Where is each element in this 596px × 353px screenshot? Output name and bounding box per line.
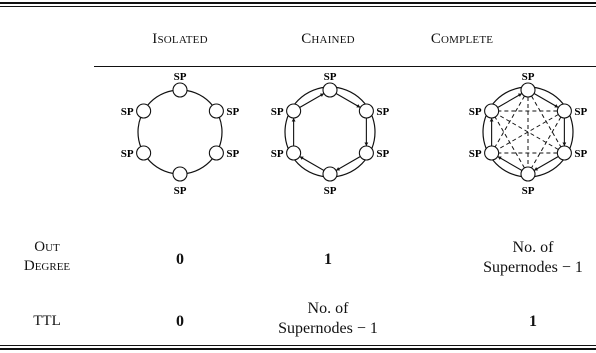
mesh-link: [491, 110, 529, 175]
supernode-label: SP: [376, 148, 389, 160]
supernode-circle: [322, 82, 338, 98]
supernode-label: SP: [226, 148, 239, 160]
supernode-circle: [208, 103, 224, 119]
bottom-rule-outer: [0, 348, 596, 350]
ring-line: [137, 89, 223, 175]
supernode-label: SP: [574, 148, 587, 160]
chain-arrowhead: [319, 93, 324, 97]
outer-ring-line: [284, 86, 376, 178]
column-header-complete: Complete: [430, 31, 494, 47]
complete-topology-diagram: SP SP SP SP SP SP: [469, 71, 588, 197]
supernode-label: SP: [174, 185, 187, 197]
supernode-label: SP: [469, 106, 482, 118]
supernode-circle: [484, 103, 500, 119]
chain-arrowhead: [554, 104, 559, 108]
supernode-label: SP: [121, 106, 134, 118]
chain-arrowhead: [562, 142, 567, 146]
supernode-circle: [358, 145, 374, 161]
ttl-complete: 1: [529, 313, 537, 330]
chain-arrowhead: [299, 156, 304, 160]
supernode-label: SP: [271, 148, 284, 160]
chain-arrowhead: [364, 142, 369, 146]
supernode-circle: [358, 103, 374, 119]
supernode-circle: [286, 145, 302, 161]
supernode-label: SP: [522, 185, 535, 197]
column-header-isolated: Isolated: [152, 31, 208, 47]
chain-links: [293, 89, 367, 175]
supernode-circle: [556, 145, 572, 161]
mesh-link: [491, 110, 565, 154]
supernode-label: SP: [271, 106, 284, 118]
isolated-topology-diagram: SP SP SP SP SP SP: [121, 71, 240, 197]
out-degree-complete: No. of Supernodes − 1: [483, 239, 583, 276]
row-label-out-degree: Out Degree: [23, 239, 71, 274]
supernode-circle: [208, 145, 224, 161]
supernode-circle: [556, 103, 572, 119]
column-header-chained: Chained: [301, 31, 355, 47]
supernode-circle: [520, 166, 536, 182]
top-rule-outer: [0, 2, 596, 4]
supernode-label: SP: [324, 185, 337, 197]
supernode-circle: [136, 103, 152, 119]
chain-arrowhead: [497, 156, 502, 160]
out-degree-isolated: 0: [176, 251, 184, 268]
chain-arrowhead: [291, 118, 296, 122]
mesh-link: [491, 89, 529, 154]
supernode-circle: [520, 82, 536, 98]
supernode-label: SP: [469, 148, 482, 160]
bottom-rule-inner: [0, 345, 596, 346]
top-rule-inner: [0, 6, 596, 7]
chained-topology-diagram: SP SP SP SP SP SP: [271, 71, 390, 197]
header-rule: [94, 66, 596, 67]
supernode-label: SP: [376, 106, 389, 118]
chain-arrowhead: [517, 93, 522, 97]
supernode-circle: [322, 166, 338, 182]
chain-arrowhead: [534, 167, 539, 171]
ttl-chained: No. of Supernodes − 1: [278, 300, 378, 337]
row-label-ttl: TTL: [33, 313, 61, 329]
supernode-circle: [484, 145, 500, 161]
supernode-label: SP: [174, 71, 187, 83]
chain-arrowhead: [336, 167, 341, 171]
supernode-label: SP: [121, 148, 134, 160]
supernode-label: SP: [324, 71, 337, 83]
supernode-label: SP: [522, 71, 535, 83]
supernode-circle: [136, 145, 152, 161]
ttl-isolated: 0: [176, 313, 184, 330]
supernode-circle: [172, 166, 188, 182]
supernode-label: SP: [226, 106, 239, 118]
supernode-circle: [172, 82, 188, 98]
supernode-label: SP: [574, 106, 587, 118]
out-degree-chained: 1: [324, 251, 332, 268]
chain-arrowhead: [489, 118, 494, 122]
chain-arrowhead: [356, 104, 361, 108]
supernode-circle: [286, 103, 302, 119]
